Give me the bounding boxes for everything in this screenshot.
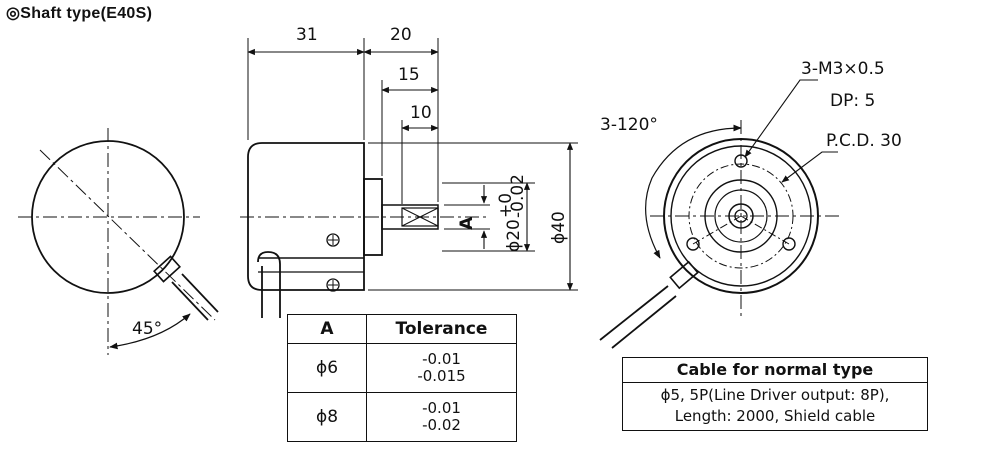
front-view-left bbox=[18, 128, 219, 355]
row-a-value: ϕ6 bbox=[287, 343, 367, 393]
tol-upper: -0.01 bbox=[422, 350, 461, 368]
dim-20-tol-upper: +0 bbox=[496, 193, 516, 218]
dim-10-label: 10 bbox=[410, 103, 432, 123]
cable-axis-line bbox=[39, 149, 216, 321]
front-view-right bbox=[599, 79, 840, 349]
side-view bbox=[240, 38, 578, 318]
front-cable-b bbox=[611, 295, 677, 349]
angle-45-arc bbox=[109, 313, 191, 350]
cable-title: Cable for normal type bbox=[623, 358, 927, 383]
cable-line-b bbox=[181, 273, 219, 313]
tol-upper: -0.01 bbox=[422, 399, 461, 417]
tolerance-table: A Tolerance ϕ6 -0.01 -0.015 ϕ8 -0.01 -0.… bbox=[287, 314, 517, 442]
cable-gland bbox=[153, 255, 181, 283]
table-row: ϕ8 -0.01 -0.02 bbox=[287, 392, 517, 442]
dim-20-dia-label: ϕ20 bbox=[504, 219, 524, 252]
row-tolerance: -0.01 -0.015 bbox=[366, 343, 517, 393]
dim-31-label: 31 bbox=[296, 25, 318, 45]
screw-upper bbox=[326, 233, 340, 247]
dim-20-label: 20 bbox=[390, 25, 412, 45]
tol-lower: -0.015 bbox=[417, 367, 466, 385]
tol-lower: -0.02 bbox=[422, 416, 461, 434]
drawing-title: ◎Shaft type(E40S) bbox=[6, 5, 153, 22]
tolerance-header-row: A Tolerance bbox=[287, 314, 517, 344]
depth-label: DP: 5 bbox=[830, 91, 875, 111]
angle-120-label: 3-120° bbox=[600, 115, 658, 135]
thread-label: 3-M3×0.5 bbox=[801, 59, 885, 79]
angle-120-arc bbox=[645, 124, 742, 259]
row-tolerance: -0.01 -0.02 bbox=[366, 392, 517, 442]
dim-15-label: 15 bbox=[398, 65, 420, 85]
bolt-hole-right bbox=[782, 237, 796, 251]
cable-body: ϕ5, 5P(Line Driver output: 8P), Length: … bbox=[623, 383, 927, 430]
dim-20-dia-label-group: ϕ20 +0 -0.02 bbox=[496, 174, 528, 252]
dim-20-tol-lower: -0.02 bbox=[508, 174, 528, 218]
header-tolerance: Tolerance bbox=[366, 314, 517, 344]
cable-spec-box: Cable for normal type ϕ5, 5P(Line Driver… bbox=[622, 357, 928, 431]
cable-line-a bbox=[171, 281, 209, 321]
angle-45-label: 45° bbox=[132, 319, 162, 339]
dim-A-label: A bbox=[457, 216, 477, 230]
front-cable-gland bbox=[669, 260, 699, 290]
cable-line-1: ϕ5, 5P(Line Driver output: 8P), bbox=[660, 386, 890, 404]
front-cable-a bbox=[599, 285, 669, 341]
pcd-label: P.C.D. 30 bbox=[826, 131, 902, 151]
cable-line-2: Length: 2000, Shield cable bbox=[674, 407, 876, 425]
table-row: ϕ6 -0.01 -0.015 bbox=[287, 343, 517, 393]
cable-out-a bbox=[257, 251, 281, 318]
header-a: A bbox=[287, 314, 367, 344]
row-a-value: ϕ8 bbox=[287, 392, 367, 442]
leader-thread bbox=[744, 79, 818, 158]
screw-lower bbox=[326, 278, 340, 292]
dim-40-dia-label: ϕ40 bbox=[549, 211, 569, 244]
leader-pcd bbox=[781, 151, 838, 183]
